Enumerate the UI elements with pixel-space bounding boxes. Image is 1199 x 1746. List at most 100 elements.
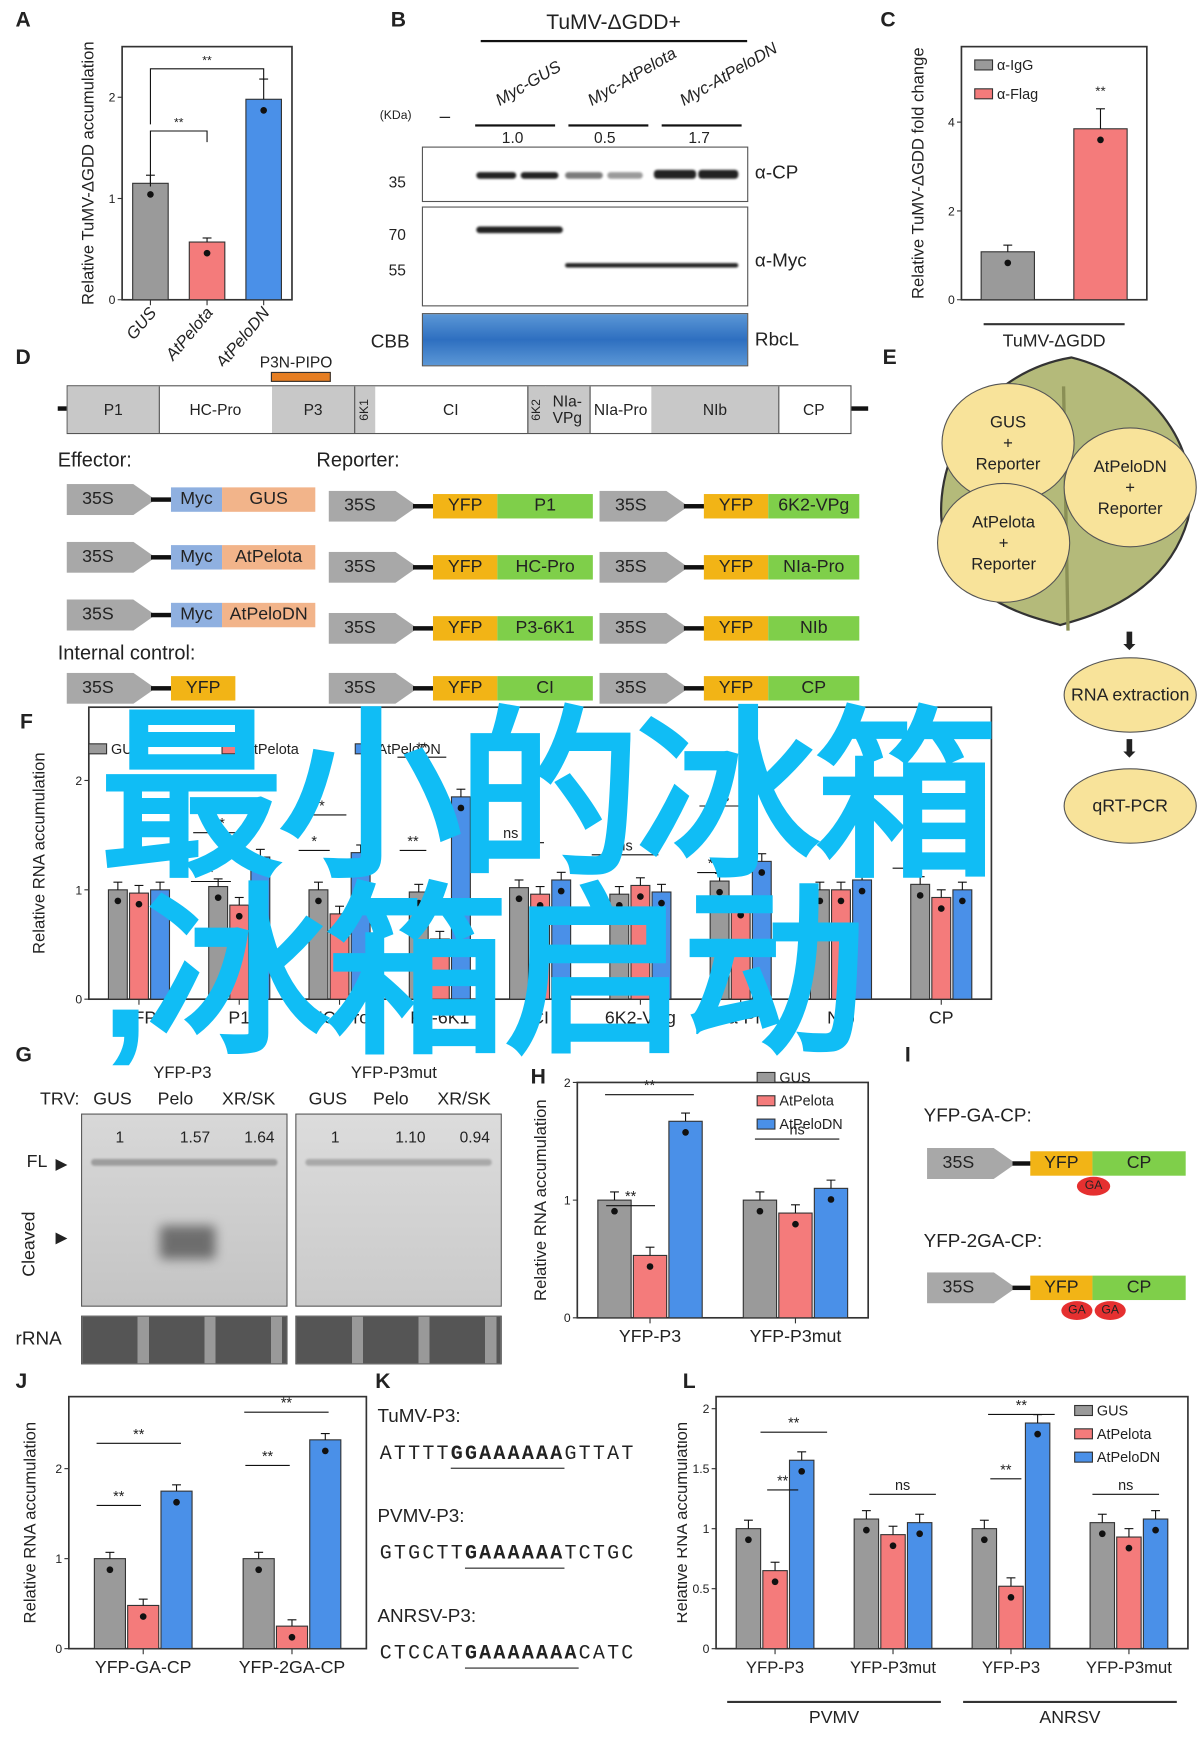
significance-label: ns bbox=[503, 826, 518, 842]
marker: 35 bbox=[388, 173, 406, 191]
data-point bbox=[816, 897, 824, 905]
y-tick-label: 2 bbox=[109, 91, 116, 105]
legend-swatch bbox=[756, 1071, 776, 1084]
construct-box: P1 bbox=[497, 494, 593, 519]
construct-box: Myc bbox=[170, 545, 223, 570]
linker-line bbox=[683, 626, 707, 631]
data-point bbox=[257, 864, 264, 872]
data-point bbox=[682, 1129, 689, 1136]
slippery-motif: GAAAAAA bbox=[464, 1543, 565, 1566]
bar bbox=[813, 1187, 849, 1319]
rrna-label: rRNA bbox=[15, 1327, 62, 1349]
blot-label: α-Myc bbox=[754, 249, 807, 271]
bar bbox=[952, 889, 973, 1000]
panel-label-g: G bbox=[15, 1043, 32, 1067]
construct-box: YFP bbox=[703, 494, 769, 519]
y-tick-label: 1 bbox=[55, 1552, 62, 1566]
sequence: CTCCATGAAAAAAACATC bbox=[380, 1643, 636, 1665]
segment-hc-pro: HC-Pro bbox=[159, 386, 274, 433]
segment-nib: NIb bbox=[651, 386, 780, 433]
x-tick-label: YFP-P3 bbox=[982, 1658, 1040, 1677]
promoter-35s: 35S bbox=[599, 612, 689, 644]
y-tick-label: 0 bbox=[564, 1311, 571, 1325]
data-point bbox=[745, 1536, 752, 1544]
panel-label-l: L bbox=[682, 1369, 696, 1394]
y-tick-label: 0 bbox=[75, 993, 82, 1007]
data-point bbox=[981, 1536, 988, 1544]
significance-label: ns bbox=[790, 1123, 805, 1139]
bar bbox=[980, 251, 1035, 301]
ga-tag: GA bbox=[1094, 1301, 1126, 1321]
bar bbox=[308, 889, 329, 1000]
legend-swatch bbox=[354, 743, 374, 755]
yfp-box: YFP bbox=[1030, 1151, 1093, 1176]
significance-label: ** bbox=[416, 741, 428, 757]
panel-label-b: B bbox=[390, 8, 407, 33]
construct-box: Myc bbox=[170, 602, 223, 628]
data-point bbox=[792, 1220, 799, 1228]
linker-line bbox=[150, 686, 174, 691]
construct-box: CP bbox=[768, 676, 860, 701]
data-point bbox=[357, 860, 364, 868]
significance-label: ** bbox=[1016, 1398, 1028, 1414]
linker-line bbox=[150, 497, 174, 502]
y-tick-label: 0 bbox=[703, 1642, 710, 1656]
construct-box: YFP bbox=[703, 616, 769, 641]
quant-value: 1.10 bbox=[395, 1127, 426, 1146]
significance-label: ** bbox=[262, 1449, 274, 1465]
construct-box: YFP bbox=[170, 676, 236, 701]
data-point bbox=[758, 869, 766, 876]
promoter-35s: 35S bbox=[328, 612, 418, 644]
data-point bbox=[173, 1498, 180, 1506]
panel-label-d: D bbox=[15, 346, 31, 370]
lane-label: Pelo bbox=[157, 1090, 194, 1110]
promoter-35s: 35S bbox=[66, 599, 156, 631]
data-point bbox=[937, 905, 945, 912]
bar bbox=[150, 889, 171, 1000]
segment-cp: CP bbox=[802, 400, 825, 418]
quant-value: 1.57 bbox=[179, 1127, 211, 1146]
significance-label: ** bbox=[644, 1078, 656, 1094]
significance-label: * bbox=[311, 834, 317, 850]
data-point bbox=[716, 888, 723, 896]
data-point bbox=[1004, 259, 1012, 267]
overlay-text-line-2: ,冰箱启动 bbox=[99, 871, 866, 1076]
data-point bbox=[255, 1566, 263, 1574]
construct-box: CI bbox=[497, 676, 593, 701]
y-tick-label: 1.5 bbox=[692, 1462, 709, 1476]
ratio: 1.7 bbox=[688, 128, 710, 147]
legend-swatch bbox=[88, 743, 108, 755]
lane-label: Myc-AtPeloDN bbox=[676, 38, 781, 110]
x-tick-label: GUS bbox=[122, 303, 160, 343]
data-point bbox=[106, 1566, 114, 1574]
lane-label: Myc-AtPelota bbox=[584, 44, 680, 110]
legend-label: GUS bbox=[779, 1070, 810, 1086]
bar bbox=[160, 1490, 193, 1650]
bar bbox=[450, 796, 471, 1000]
bar bbox=[1142, 1518, 1169, 1650]
lane-label: GUS bbox=[93, 1090, 132, 1110]
virus-name: PVMV-P3: bbox=[377, 1505, 465, 1527]
bar bbox=[809, 889, 830, 1000]
construct-box: 6K2-VPg bbox=[768, 494, 860, 519]
yfp-box: YFP bbox=[1030, 1275, 1093, 1301]
bar bbox=[245, 98, 282, 301]
construct-box: YFP bbox=[703, 676, 769, 701]
x-tick-label: P1 bbox=[228, 1008, 250, 1028]
y-tick-label: 2 bbox=[75, 774, 82, 788]
data-point bbox=[916, 892, 924, 899]
bar bbox=[751, 860, 772, 1000]
data-point bbox=[1152, 1526, 1159, 1534]
sequence-prefix: GTGCTT bbox=[379, 1543, 465, 1566]
panel-label-k: K bbox=[375, 1369, 391, 1394]
virus-name: TuMV-P3: bbox=[377, 1405, 461, 1427]
rna-extraction-step: RNA extraction bbox=[1063, 657, 1197, 733]
lane-label: XR/SK bbox=[222, 1090, 276, 1110]
construct-box: AtPeloDN bbox=[222, 602, 316, 628]
x-tick-label: YFP-P3mut bbox=[750, 1326, 842, 1346]
pipo-label: P3N-PIPO bbox=[259, 353, 333, 371]
x-axis-label: TuMV-ΔGDD bbox=[1003, 330, 1106, 350]
significance-label: ns bbox=[914, 852, 929, 868]
linker-line bbox=[150, 555, 174, 560]
legend-swatch bbox=[221, 743, 241, 755]
